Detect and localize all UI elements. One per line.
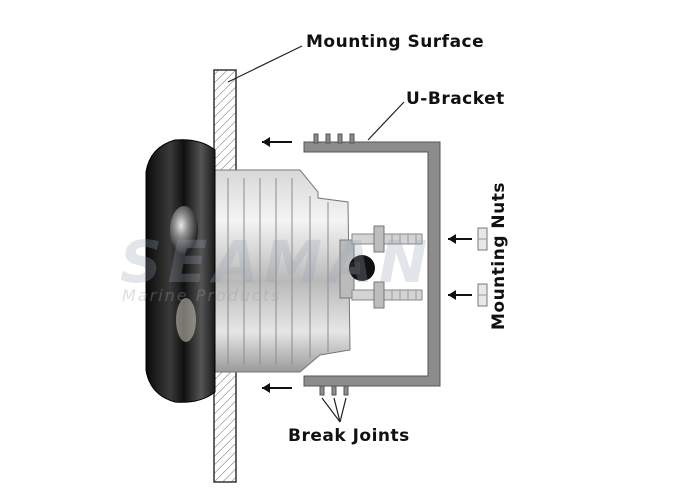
u-bracket-label: U-Bracket (406, 89, 505, 109)
nut-arrow-bottom (448, 290, 472, 300)
mounting-nut-bottom (477, 283, 488, 307)
u-bracket-leader (367, 101, 405, 141)
mounting-surface-leader (227, 45, 303, 83)
u-bracket (303, 133, 441, 396)
watermark-subtitle: Marine Products (122, 286, 282, 305)
gauge-bezel (145, 139, 216, 403)
nut-arrow-top (448, 234, 472, 244)
bracket-arrow-top (262, 137, 292, 147)
mounting-studs (349, 225, 423, 309)
break-joints-leaders (321, 397, 347, 423)
mounting-surface-label: Mounting Surface (306, 32, 485, 52)
mounting-nuts-label: Mounting Nuts (489, 181, 509, 331)
watermark-logo: SEAMAN (120, 228, 434, 296)
mounting-nut-top (477, 227, 488, 251)
gauge-housing (209, 169, 355, 373)
bracket-arrow-bottom (262, 383, 292, 393)
break-joints-label: Break Joints (288, 426, 410, 446)
